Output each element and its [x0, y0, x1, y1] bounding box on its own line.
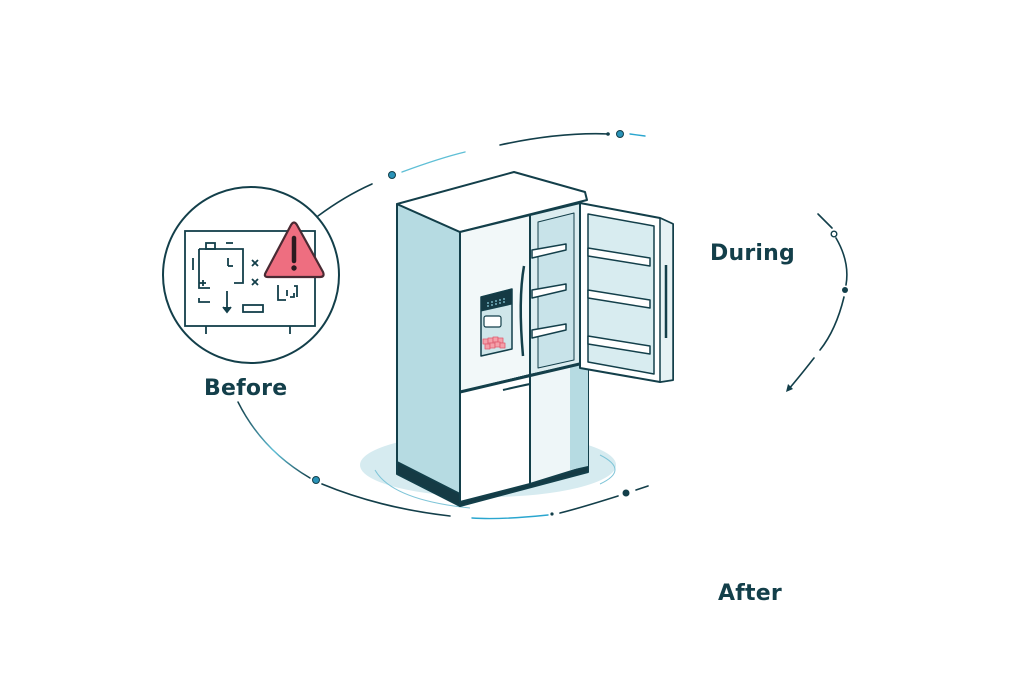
- shelf: [531, 283, 567, 299]
- connector-dot: [622, 489, 630, 497]
- arrow-head: [550, 512, 554, 516]
- flow-connectors: [237, 130, 848, 520]
- floor-plan-blueprint-icon: [184, 230, 316, 334]
- freezer-handle: [502, 383, 531, 391]
- dispenser-lever: [483, 315, 502, 328]
- connector-dot: [842, 287, 848, 293]
- shelf: [531, 323, 567, 339]
- drawer-divider: [459, 360, 589, 394]
- connector-dot: [616, 130, 624, 138]
- connector-after-to-before-3: [471, 514, 549, 520]
- connector-before-to-during: [317, 183, 373, 217]
- dispenser-display: [480, 288, 513, 312]
- connector-before-to-during-4: [629, 133, 646, 137]
- arrow-head: [606, 132, 610, 136]
- connector-dot: [830, 230, 838, 238]
- stage-before: [162, 186, 340, 364]
- connector-after-to-before-2: [559, 495, 619, 514]
- freezer-drawer-left: [459, 374, 531, 503]
- stage-label-before: Before: [204, 376, 288, 401]
- fridge-top: [396, 171, 588, 233]
- connector-after-to-before-4: [321, 483, 451, 517]
- connector-dot: [388, 171, 396, 179]
- connector-during-to-after-2: [835, 237, 848, 286]
- stage-label-during: During: [710, 241, 795, 266]
- connector-during-to-after-4: [787, 357, 815, 391]
- connector-during-to-after-3: [819, 296, 845, 351]
- connector-after-to-before-5: [237, 401, 311, 479]
- left-door-handle: [519, 265, 526, 357]
- door-bin: [587, 335, 651, 355]
- ice-cubes: [482, 336, 506, 350]
- door-bin: [587, 289, 651, 309]
- warning-triangle-icon: [263, 221, 325, 279]
- door-bins: [587, 247, 651, 355]
- connector-before-to-during-2: [401, 151, 466, 173]
- shelf: [531, 243, 567, 259]
- door-bin: [587, 247, 651, 267]
- arrow-head: [786, 384, 793, 392]
- drawer-right-shade: [570, 362, 588, 470]
- connector-after-to-before: [635, 485, 649, 491]
- floor-ring-right: [599, 454, 616, 485]
- connector-before-to-during-3: [499, 132, 610, 146]
- stage-label-after: After: [718, 581, 782, 606]
- refrigerator: [360, 171, 674, 509]
- connector-during-to-after: [817, 213, 833, 229]
- floor-ring: [374, 469, 471, 509]
- fridge-side-panel: [396, 203, 461, 503]
- interior-shelves: [531, 243, 567, 339]
- connector-dot: [312, 476, 320, 484]
- display-leds: [487, 298, 505, 307]
